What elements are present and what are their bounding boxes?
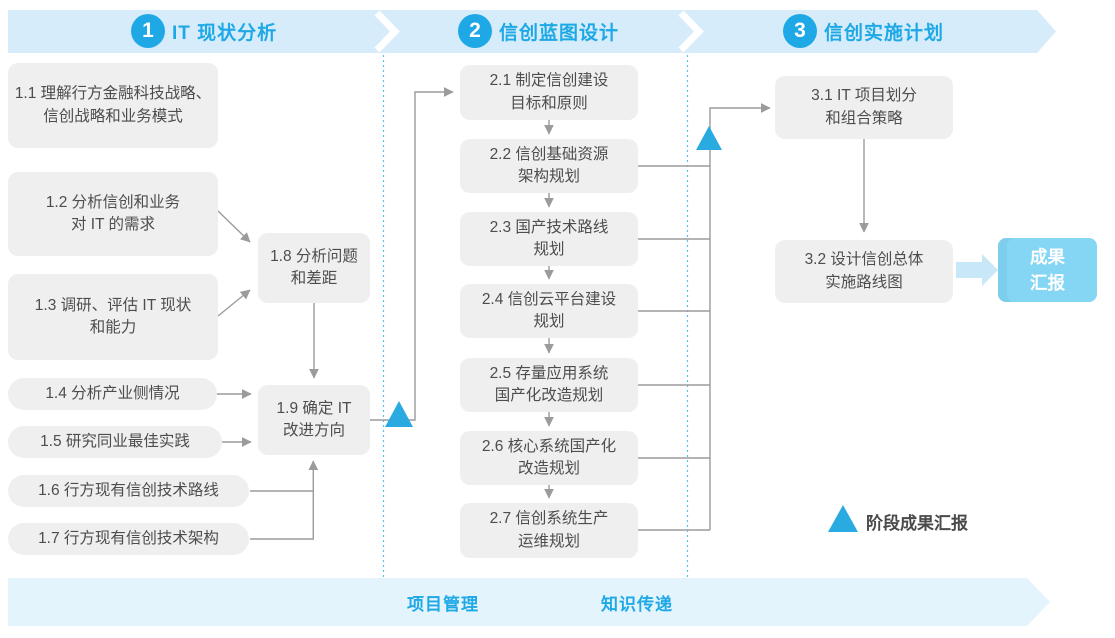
connector-1-3-to-1-8 <box>217 289 251 317</box>
connector-lines <box>217 87 869 540</box>
phase-2-title: 信创蓝图设计 <box>499 22 620 44</box>
task-box-3-1: 3.1 IT 项目划分 和组合策略 <box>775 76 953 139</box>
legend-milestone-triangle-icon <box>828 505 858 532</box>
task-box-1-7: 1.7 行方现有信创技术架构 <box>8 523 249 555</box>
task-box-1-5: 1.5 研究同业最佳实践 <box>8 426 222 458</box>
phase-3-number-badge: 3 <box>783 14 817 48</box>
milestone-triangle-icon <box>385 401 413 427</box>
milestone-triangle-icon <box>696 126 722 150</box>
task-box-2-3: 2.3 国产技术路线 规划 <box>460 212 638 266</box>
task-box-2-2: 2.2 信创基础资源 架构规划 <box>460 139 638 193</box>
footer-label-project-management: 项目管理 <box>407 595 479 614</box>
result-block-arrow-icon <box>956 254 998 286</box>
task-box-2-7: 2.7 信创系统生产 运维规划 <box>460 503 638 558</box>
task-box-1-9: 1.9 确定 IT 改进方向 <box>258 385 370 455</box>
task-box-1-4: 1.4 分析产业侧情况 <box>8 378 217 410</box>
task-box-2-5: 2.5 存量应用系统 国产化改造规划 <box>460 358 638 412</box>
phase-1-number-badge: 1 <box>131 14 165 48</box>
task-box-3-2: 3.2 设计信创总体 实施路线图 <box>775 240 953 303</box>
phase-1-title: IT 现状分析 <box>172 22 278 44</box>
task-box-2-6: 2.6 核心系统国产化 改造规划 <box>460 431 638 485</box>
phase-3-title: 信创实施计划 <box>824 22 945 44</box>
banner-chevron-separator-2 <box>678 10 704 53</box>
footer-label-knowledge-transfer: 知识传递 <box>601 595 673 614</box>
connector-1-7-to-1-9 <box>250 460 319 540</box>
task-box-1-3: 1.3 调研、评估 IT 现状 和能力 <box>8 274 218 360</box>
result-report-box: 成果 汇报 <box>998 238 1097 302</box>
phase-2-number-badge: 2 <box>458 14 492 48</box>
connector-1-9-to-2-1 <box>370 87 454 421</box>
task-box-1-1: 1.1 理解行方金融科技战略、 信创战略和业务模式 <box>8 63 218 148</box>
bus-to-3-1 <box>709 103 771 530</box>
task-box-1-8: 1.8 分析问题 和差距 <box>258 233 370 303</box>
legend-milestone-label: 阶段成果汇报 <box>866 514 968 533</box>
connector-1-2-to-1-8 <box>217 210 251 243</box>
banner-chevron-separator-1 <box>374 10 400 53</box>
task-box-2-1: 2.1 制定信创建设 目标和原则 <box>460 65 638 120</box>
footer-banner-band <box>8 578 1050 626</box>
task-box-1-6: 1.6 行方现有信创技术路线 <box>8 475 249 507</box>
task-box-2-4: 2.4 信创云平台建设 规划 <box>460 284 638 338</box>
task-box-1-2: 1.2 分析信创和业务 对 IT 的需求 <box>8 172 218 256</box>
